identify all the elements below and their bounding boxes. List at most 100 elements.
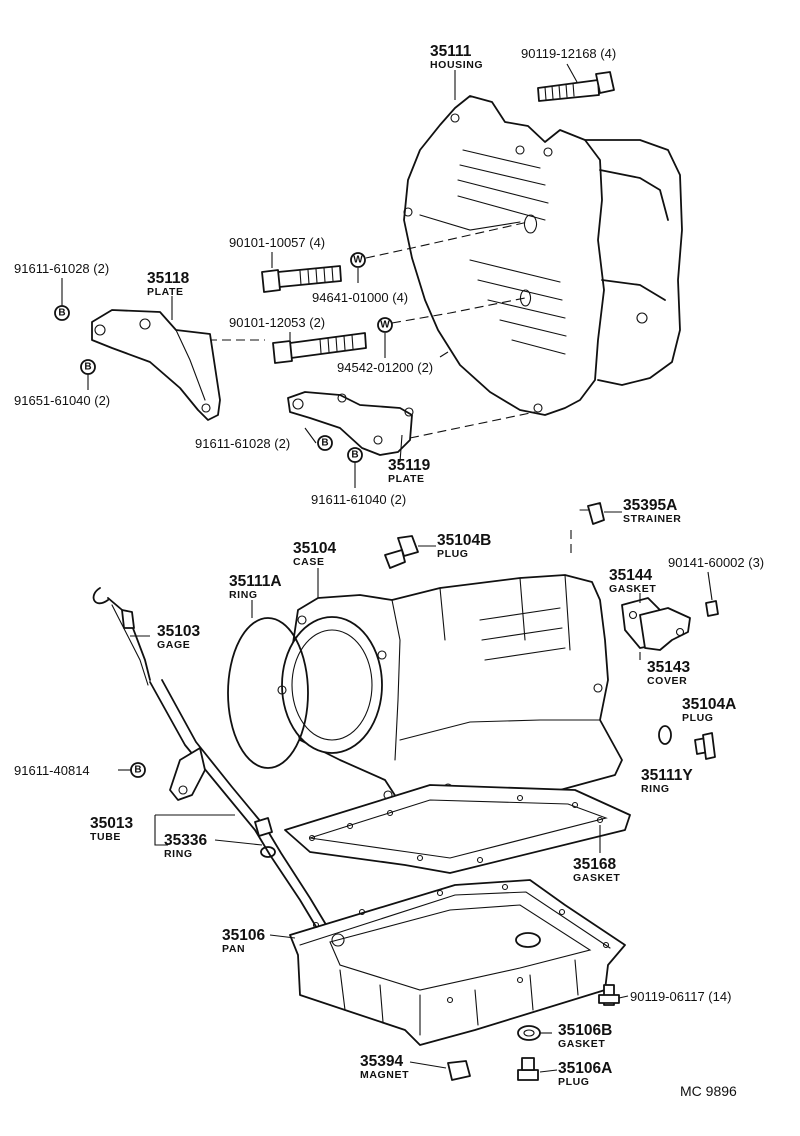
callout-35111a: 35111A RING xyxy=(229,573,282,601)
gasket-35168-drawing xyxy=(284,784,631,874)
callout-name: GASKET xyxy=(573,872,620,884)
callout-35394: 35394 MAGNET xyxy=(360,1053,409,1081)
gasket-35106b-inner xyxy=(523,1029,535,1037)
callout-name: CASE xyxy=(293,556,325,568)
strainer-35395a-drawing xyxy=(570,502,605,555)
washer-symbol: W xyxy=(353,255,363,266)
callout-name: PLUG xyxy=(437,548,469,560)
callout-name: STRAINER xyxy=(623,513,681,525)
bolt-symbol: B xyxy=(321,438,328,449)
tube-35013-drawing xyxy=(149,679,329,931)
callout-35336: 35336 RING xyxy=(164,832,207,860)
washer-94542-drawing: W xyxy=(377,317,393,333)
washer-94641-drawing: W xyxy=(350,252,366,268)
callout-35119: 35119 PLATE xyxy=(388,457,431,485)
callout-number: 35103 xyxy=(157,623,200,640)
callout-35144: 35144 GASKET xyxy=(609,567,656,595)
bolt-90101-10057-drawing xyxy=(261,265,342,293)
callout-name: PLUG xyxy=(558,1076,590,1088)
bolt-mark-91611-c-drawing: B xyxy=(347,447,363,463)
callout-number: 35395A xyxy=(623,497,677,514)
case-35104-drawing xyxy=(277,574,623,813)
washer-symbol: W xyxy=(380,320,390,331)
bolt-symbol: B xyxy=(84,362,91,373)
callout-name: MAGNET xyxy=(360,1069,409,1081)
bolt-symbol: B xyxy=(58,308,65,319)
callout-number: 35118 xyxy=(147,270,190,287)
callout-name: PLATE xyxy=(147,286,184,298)
assembly-line xyxy=(365,221,529,259)
plug-35106a-drawing xyxy=(517,1057,539,1081)
callout-35118: 35118 PLATE xyxy=(147,270,190,298)
callout-number: 35111Y xyxy=(641,767,693,784)
callout-35106b: 35106B GASKET xyxy=(558,1022,612,1050)
callout-name: HOUSING xyxy=(430,59,483,71)
callout-name: PLUG xyxy=(682,712,714,724)
callout-name: RING xyxy=(229,589,258,601)
plate-35119-drawing xyxy=(287,391,414,456)
callout-number: 35111A xyxy=(229,573,282,590)
bolt-90119-06117-drawing xyxy=(598,984,620,1006)
ref-91611-40814: 91611-40814 xyxy=(14,763,90,778)
cover-35143-drawing xyxy=(639,607,691,651)
callout-name: TUBE xyxy=(90,831,121,843)
ref-91611-61040: 91611-61040 (2) xyxy=(311,492,406,507)
ref-91611-61028-b: 91611-61028 (2) xyxy=(195,436,290,451)
callout-35103: 35103 GAGE xyxy=(157,623,200,651)
callout-name: RING xyxy=(164,848,193,860)
callout-name: PLATE xyxy=(388,473,425,485)
callout-35111y: 35111Y RING xyxy=(641,767,693,795)
callout-name: PAN xyxy=(222,943,245,955)
callout-number: 35013 xyxy=(90,815,133,832)
callout-name: RING xyxy=(641,783,670,795)
ref-91611-61028-a: 91611-61028 (2) xyxy=(14,261,109,276)
assembly-line xyxy=(391,297,526,324)
callout-number: 35336 xyxy=(164,832,207,849)
bolt-90101-12053-drawing xyxy=(272,332,367,364)
figure-code: MC 9896 xyxy=(680,1083,737,1099)
housing-drawing xyxy=(403,95,683,416)
ref-94542-01200: 94542-01200 (2) xyxy=(337,360,433,375)
callout-number: 35104B xyxy=(437,532,491,549)
callout-35395a: 35395A STRAINER xyxy=(623,497,681,525)
callout-35168: 35168 GASKET xyxy=(573,856,620,884)
leader-lines xyxy=(61,63,713,1073)
bolt-symbol: B xyxy=(134,765,141,776)
bolt-mark-91611-40814-drawing: B xyxy=(130,762,146,778)
callout-number: 35111 xyxy=(430,43,472,60)
bolt-mark-91611-drawing: B xyxy=(54,305,70,321)
ring-35111y-drawing xyxy=(658,725,672,745)
ref-91651-61040: 91651-61040 (2) xyxy=(14,393,110,408)
callout-name: GASKET xyxy=(558,1038,605,1050)
ring-35336-drawing xyxy=(260,846,276,858)
bolt-90119-12168-drawing xyxy=(537,71,615,102)
callout-35104b: 35104B PLUG xyxy=(437,532,491,560)
callout-name: GASKET xyxy=(609,583,656,595)
callout-35106: 35106 PAN xyxy=(222,927,265,955)
callout-number: 35394 xyxy=(360,1053,403,1070)
bolt-90141-60002-drawing xyxy=(705,600,719,617)
assembly-line xyxy=(409,411,536,439)
bolt-mark-91651-drawing: B xyxy=(80,359,96,375)
ref-90119-06117: 90119-06117 (14) xyxy=(630,989,731,1004)
ref-90101-12053: 90101-12053 (2) xyxy=(229,315,325,330)
callout-number: 35106B xyxy=(558,1022,612,1039)
ref-90119-12168: 90119-12168 (4) xyxy=(521,46,616,61)
callout-number: 35104A xyxy=(682,696,736,713)
bolt-symbol: B xyxy=(351,450,358,461)
callout-number: 35143 xyxy=(647,659,690,676)
callout-number: 35144 xyxy=(609,567,652,584)
callout-35111: 35111 HOUSING xyxy=(430,43,483,71)
callout-number: 35104 xyxy=(293,540,336,557)
ref-90141-60002: 90141-60002 (3) xyxy=(668,555,764,570)
callout-number: 35106 xyxy=(222,927,265,944)
magnet-35394-drawing xyxy=(447,1060,471,1081)
callout-name: COVER xyxy=(647,675,687,687)
ref-90101-10057: 90101-10057 (4) xyxy=(229,235,325,250)
callout-35104: 35104 CASE xyxy=(293,540,336,568)
callout-number: 35106A xyxy=(558,1060,612,1077)
callout-name: GAGE xyxy=(157,639,190,651)
callout-35013: 35013 TUBE xyxy=(90,815,133,843)
plug-35104a-drawing xyxy=(694,732,716,760)
callout-number: 35168 xyxy=(573,856,616,873)
